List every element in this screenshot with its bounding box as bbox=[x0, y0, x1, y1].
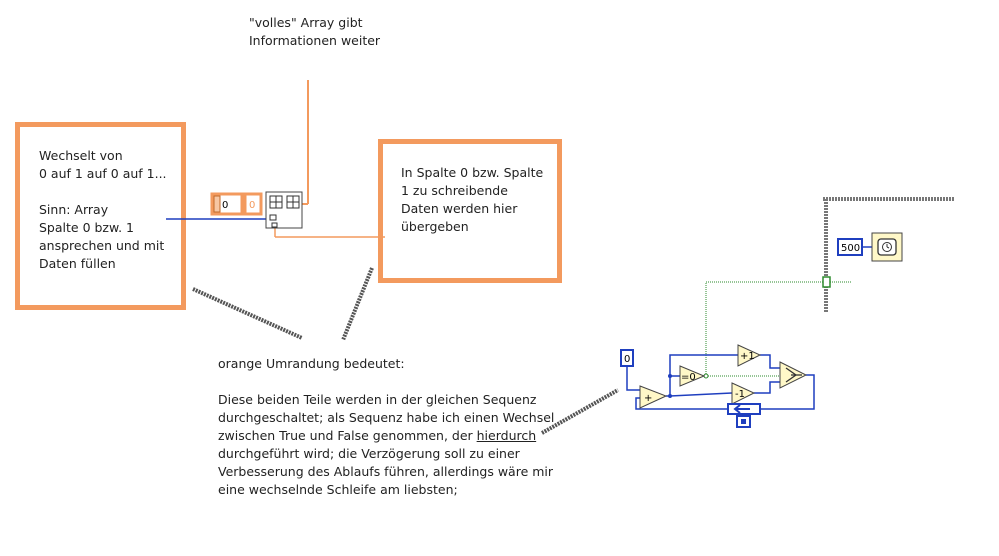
left-box-text: Wechselt von 0 auf 1 auf 0 auf 1... Sinn… bbox=[39, 148, 167, 271]
equals-zero-label: =0 bbox=[681, 372, 696, 383]
blue-wire-feedback bbox=[760, 374, 815, 410]
hierdurch-link[interactable]: hierdurch bbox=[476, 428, 537, 443]
blue-wire-sel-2 bbox=[754, 381, 780, 394]
blue-wire-init bbox=[626, 366, 640, 391]
tunnel-green bbox=[822, 276, 831, 288]
index-constant: 0 bbox=[222, 200, 228, 211]
bottom-annotation: orange Umrandung bedeutet: Diese beiden … bbox=[218, 355, 554, 499]
connector-bottom bbox=[541, 388, 619, 435]
small-constant-frame bbox=[243, 192, 263, 216]
loop-init-constant: 0 bbox=[624, 354, 630, 365]
blue-wire-sel-1 bbox=[760, 354, 780, 369]
top-annotation: "volles" Array gibt Informationen weiter bbox=[249, 15, 381, 48]
right-orange-box bbox=[378, 139, 562, 283]
junction-1 bbox=[668, 374, 672, 378]
wait-constant: 500 bbox=[841, 243, 860, 254]
junction-2 bbox=[668, 394, 672, 398]
blue-wire-inc bbox=[669, 354, 738, 376]
add-node[interactable] bbox=[639, 385, 668, 409]
connector-left bbox=[192, 287, 303, 340]
small-constant: 0 bbox=[249, 200, 255, 211]
decrement-label: -1 bbox=[735, 389, 745, 400]
green-wire bbox=[705, 281, 852, 376]
blue-wire-dec bbox=[669, 392, 733, 397]
index-spinner[interactable] bbox=[213, 195, 221, 213]
right-box-text: In Spalte 0 bzw. Spalte 1 zu schreibende… bbox=[401, 165, 544, 234]
decrement-node[interactable] bbox=[731, 382, 756, 405]
increment-node[interactable] bbox=[737, 344, 762, 367]
left-orange-box bbox=[15, 122, 186, 310]
blue-wire-feedback-2 bbox=[635, 397, 728, 410]
add-symbol: + bbox=[644, 393, 652, 404]
equals-zero-node[interactable] bbox=[679, 365, 706, 387]
connector-right bbox=[341, 267, 374, 341]
increment-label: +1 bbox=[740, 351, 755, 362]
bottom-text-1: orange Umrandung bedeutet: Diese beiden … bbox=[218, 356, 555, 443]
bottom-text-2: durchgeführt wird; die Verzögerung soll … bbox=[218, 446, 554, 497]
blue-wire-sum bbox=[666, 375, 680, 397]
